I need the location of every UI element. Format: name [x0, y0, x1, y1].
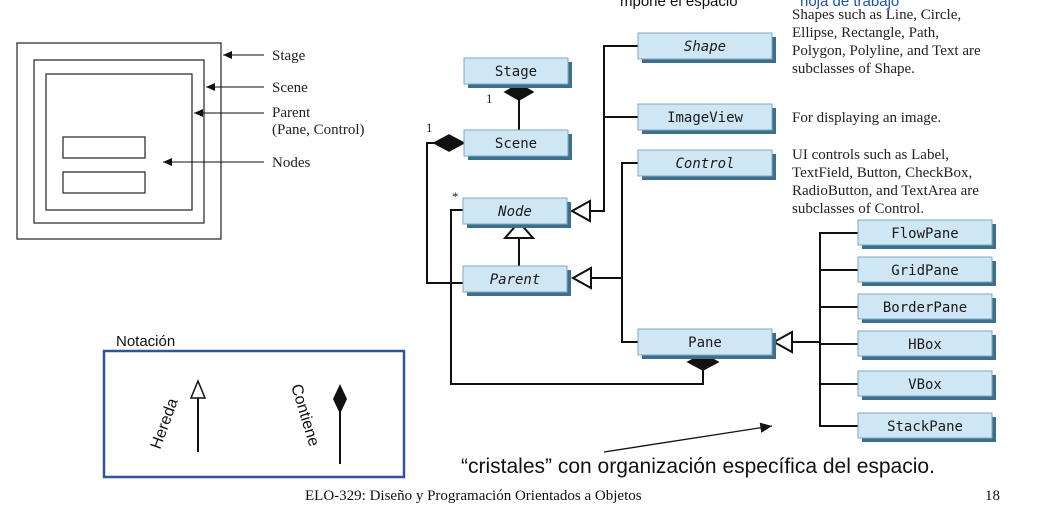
pane-triangle — [771, 330, 793, 354]
mult-stage-scene: 1 — [486, 91, 493, 106]
parent-triangle — [570, 266, 592, 290]
node-rect-1 — [62, 136, 146, 159]
footer-course: ELO-329: Diseño y Programación Orientado… — [305, 488, 642, 504]
box-label-imageview: ImageView — [667, 110, 743, 126]
shape-desc-line2: Ellipse, Rectangle, Path, — [792, 25, 939, 41]
nodes-label: Nodes — [272, 155, 310, 171]
shape-desc-line1: Shapes such as Line, Circle, — [792, 7, 961, 23]
uml-box-control: Control — [637, 149, 776, 180]
shape-description: Shapes such as Line, Circle, Ellipse, Re… — [792, 7, 981, 77]
pane-children-line — [450, 209, 704, 385]
uml-box-pane: Pane — [637, 328, 776, 359]
uml-box-borderpane: BorderPane — [857, 293, 996, 323]
control-desc-line4: subclasses of Control. — [792, 201, 924, 217]
uml-box-parent: Parent — [462, 265, 571, 296]
header-partial: mpone el espacio hoja de trabajo — [620, 0, 899, 10]
node-triangle — [569, 199, 591, 223]
control-desc-line3: RadioButton, and TextArea are — [792, 183, 979, 199]
node-triangle-vertical — [502, 220, 536, 239]
uml-connectors — [426, 45, 858, 427]
box-label-parent: Parent — [490, 272, 541, 288]
box-label-stackpane: StackPane — [887, 419, 963, 435]
uml-box-stage: Stage — [463, 57, 572, 88]
stage-label: Stage — [272, 48, 306, 64]
box-label-gridpane: GridPane — [891, 263, 958, 279]
box-label-vbox: VBox — [908, 377, 942, 393]
box-label-stage: Stage — [495, 64, 537, 80]
box-label-pane: Pane — [688, 335, 722, 351]
header-partial-text: mpone el espacio — [620, 0, 738, 10]
inheritance-triangles — [502, 199, 793, 354]
mult-scene-node: 1 — [426, 120, 433, 135]
mult-node-many: * — [452, 189, 459, 204]
notation-title: Notación — [116, 333, 175, 350]
notation-legend: Notación Hereda Contiene — [102, 333, 406, 479]
box-label-scene: Scene — [495, 136, 537, 152]
uml-box-gridpane: GridPane — [857, 256, 996, 286]
uml-box-stackpane: StackPane — [857, 412, 996, 442]
parent-rect — [45, 73, 193, 211]
slide-caption: “cristales” con organización específica … — [461, 455, 935, 478]
parent-sublabel: (Pane, Control) — [272, 122, 364, 138]
uml-box-node: Node — [462, 197, 571, 228]
imageview-desc-line1: For displaying an image. — [792, 110, 941, 126]
imageview-description: For displaying an image. — [792, 110, 941, 126]
parent-subclass-bus — [590, 162, 638, 343]
box-label-flowpane: FlowPane — [891, 226, 958, 242]
contains-diamond-icon — [333, 384, 347, 414]
uml-box-flowpane: FlowPane — [857, 219, 996, 249]
pane-subclass-bus — [792, 232, 858, 427]
control-desc-line1: UI controls such as Label, — [792, 147, 949, 163]
scene-diamond — [432, 134, 466, 152]
box-label-borderpane: BorderPane — [883, 300, 967, 316]
header-partial-accent: hoja de trabajo — [800, 0, 899, 10]
uml-box-shape: Shape — [637, 32, 776, 63]
node-rect-2 — [62, 171, 146, 194]
box-label-control: Control — [675, 156, 734, 172]
control-desc-line2: TextField, Button, CheckBox, — [792, 165, 972, 181]
control-description: UI controls such as Label, TextField, Bu… — [792, 147, 979, 217]
uml-boxes: Stage Scene Node Parent Shape ImageView — [462, 32, 996, 442]
box-label-node: Node — [497, 204, 532, 220]
shape-desc-line3: Polygon, Polyline, and Text are — [792, 43, 981, 59]
box-label-shape: Shape — [684, 39, 726, 55]
uml-box-vbox: VBox — [857, 370, 996, 400]
shape-desc-line4: subclasses of Shape. — [792, 61, 915, 77]
inherits-arrow-icon — [189, 379, 207, 399]
scene-label: Scene — [272, 80, 308, 96]
parent-label: Parent — [272, 105, 311, 121]
stage-rect — [16, 42, 222, 240]
box-label-hbox: HBox — [908, 337, 942, 353]
uml-box-scene: Scene — [463, 129, 572, 160]
notation-box — [102, 349, 406, 479]
uml-box-imageview: ImageView — [637, 103, 776, 134]
containment-diagram: Stage Scene Parent (Pane, Control) Nodes — [16, 42, 364, 240]
node-subclass-bus — [586, 45, 638, 212]
scene-rect — [33, 59, 205, 224]
caption-arrow — [603, 422, 773, 453]
scene-node-line — [426, 142, 464, 284]
footer-page-number: 18 — [985, 488, 1000, 504]
uml-box-hbox: HBox — [857, 330, 996, 360]
